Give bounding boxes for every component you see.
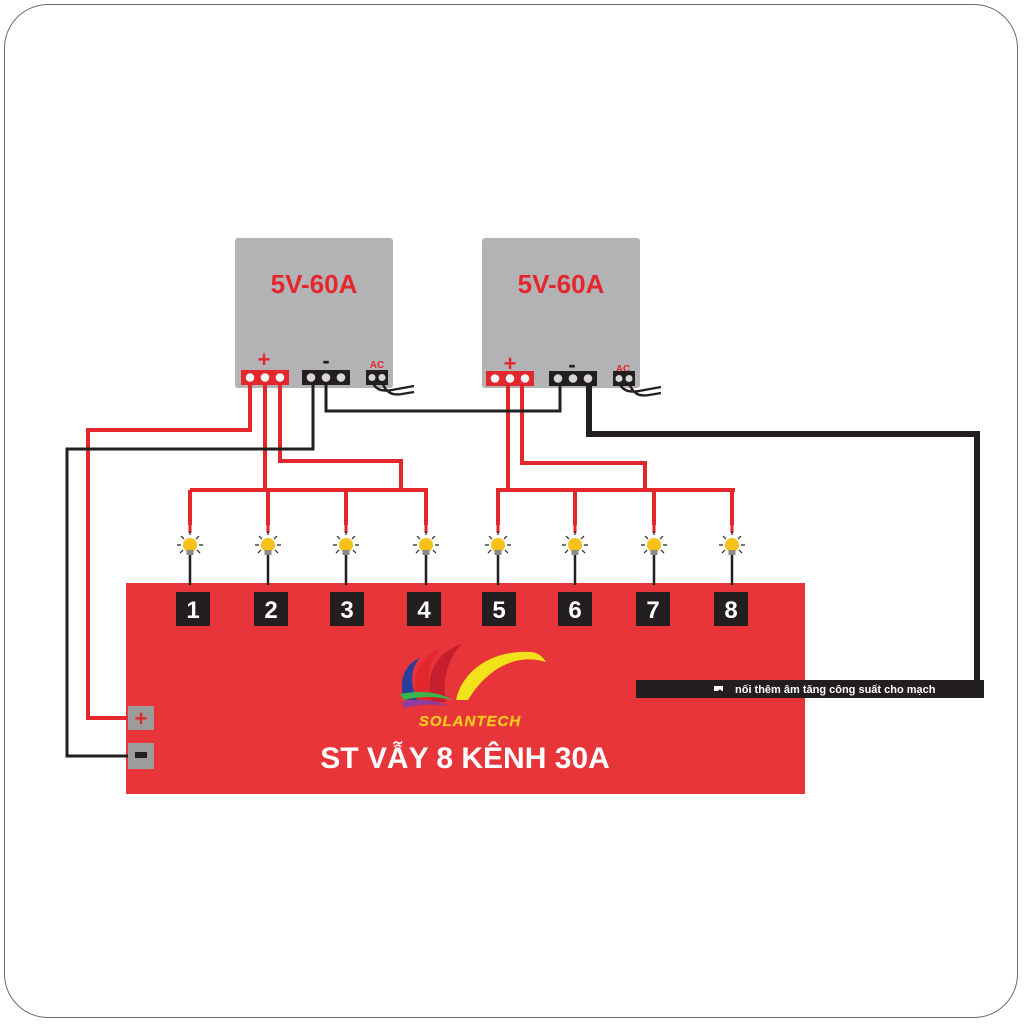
- channel-number: 2: [264, 597, 277, 624]
- psu-2-minus-label: -: [568, 352, 575, 377]
- channel-box-8: 8: [714, 592, 748, 626]
- psu-1-ac-cable: [370, 380, 415, 396]
- image-frame: [4, 4, 1018, 1018]
- psu-1-plus-label: +: [258, 347, 271, 372]
- channel-number: 1: [186, 597, 199, 624]
- psu-1-positive-terminal: [241, 370, 289, 385]
- psu-2-ac-terminal: [613, 371, 635, 386]
- psu-2-negative-terminal: [549, 371, 597, 386]
- channel-outputs: 1 2 3 4 5 6 7 8: [176, 592, 748, 626]
- power-supply-1: 5V-60A + - AC: [235, 238, 415, 396]
- wire-psu1-bus-b: [278, 385, 403, 489]
- brand-name: SOLANTECH: [419, 713, 522, 730]
- light-bulb-icon: [333, 525, 359, 585]
- board-title: ST VẪY 8 KÊNH 30A: [320, 741, 610, 775]
- light-bulb-icon: [719, 525, 745, 585]
- channel-box-3: 3: [330, 592, 364, 626]
- light-bulb-icon: [562, 525, 588, 585]
- light-bulb-icon: [485, 525, 511, 585]
- note-text: nối thêm âm tăng công suất cho mạch: [735, 684, 936, 696]
- psu-1-ac-label: AC: [370, 360, 384, 371]
- psu-1-ac-terminal: [366, 370, 388, 385]
- channel-box-5: 5: [482, 592, 516, 626]
- channel-box-7: 7: [636, 592, 670, 626]
- positive-wiring: [86, 385, 735, 720]
- psu-1-label: 5V-60A: [271, 269, 358, 299]
- light-bulb-icon: [641, 525, 667, 585]
- light-bulb-icon: [413, 525, 439, 585]
- wire-psu1-to-board-minus: [65, 385, 315, 758]
- light-bulb-icon: [177, 525, 203, 585]
- note-symbol: -: [718, 684, 722, 696]
- channel-box-2: 2: [254, 592, 288, 626]
- wire-psu1-to-board-plus: [86, 385, 252, 720]
- board-plus-label: +: [135, 706, 148, 731]
- channel-number: 6: [568, 597, 581, 624]
- channel-box-4: 4: [407, 592, 441, 626]
- psu-2-positive-terminal: [486, 371, 534, 386]
- board-plus-terminal: +: [128, 706, 154, 731]
- psu-2-ac-cable: [617, 381, 662, 397]
- solantech-logo: SOLANTECH: [400, 644, 546, 730]
- channel-box-6: 6: [558, 592, 592, 626]
- psu-2-plus-label: +: [504, 351, 517, 376]
- negative-note: - nối thêm âm tăng công suất cho mạch: [636, 680, 984, 698]
- psu-1-negative-terminal: [302, 370, 350, 385]
- light-bulb-icon: [255, 525, 281, 585]
- psu-1-minus-label: -: [322, 348, 329, 373]
- wire-psu1-psu2-negative-link: [324, 385, 562, 413]
- channel-bulbs: [177, 525, 745, 585]
- channel-box-1: 1: [176, 592, 210, 626]
- channel-number: 5: [492, 597, 505, 624]
- psu-2-ac-label: AC: [616, 364, 630, 375]
- power-supply-2: 5V-60A + - AC: [482, 238, 662, 397]
- channel-number: 3: [340, 597, 353, 624]
- channel-number: 4: [417, 597, 431, 624]
- psu-2-label: 5V-60A: [518, 269, 605, 299]
- board-minus-terminal: -: [128, 743, 154, 769]
- channel-number: 7: [646, 597, 659, 624]
- wire-psu2-bus-b: [520, 386, 647, 489]
- channel-number: 8: [724, 597, 737, 624]
